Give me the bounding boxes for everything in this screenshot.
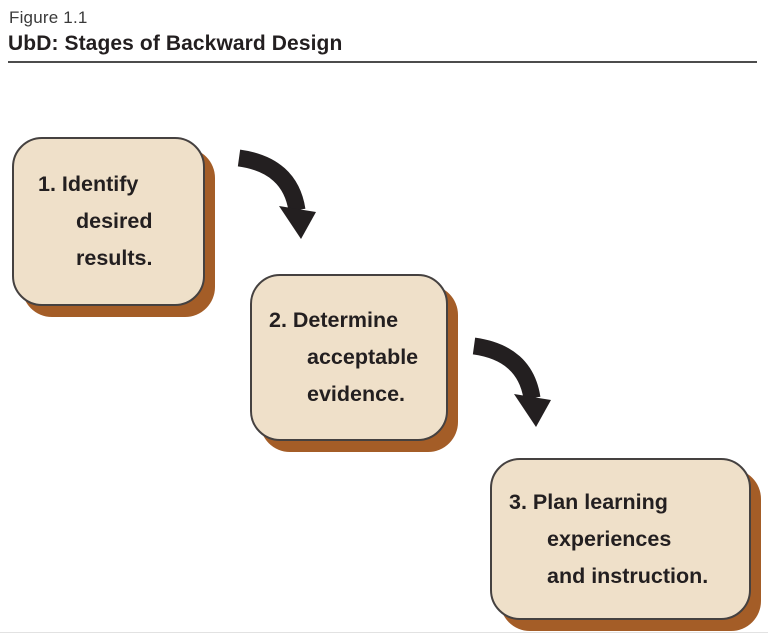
stage-box-plan-instruction: 3. Plan learning experiences and instruc…: [490, 458, 751, 620]
stage-box-line: 2. Determine: [269, 308, 399, 332]
figure-title: UbD: Stages of Backward Design: [8, 32, 343, 55]
stage-box-line: desired: [76, 209, 153, 233]
curved-arrow-2-icon: [474, 346, 551, 427]
figure-label: Figure 1.1: [9, 8, 88, 27]
stage-box-line: and instruction.: [547, 563, 709, 588]
header-rule: [8, 61, 757, 63]
stage-box-line: 1. Identify: [38, 172, 139, 196]
stage-box-determine-evidence: 2. Determine acceptable evidence.: [250, 274, 448, 441]
stage-box-line: evidence.: [307, 382, 405, 406]
curved-arrow-1-icon: [239, 158, 316, 239]
stage-box-line: acceptable: [307, 345, 419, 369]
stage-box-line: results.: [76, 246, 153, 270]
bottom-rule: [0, 632, 768, 633]
stage-box-identify-results: 1. Identify desired results.: [12, 137, 205, 306]
stage-box-line: experiences: [547, 526, 672, 551]
stage-box-line: 3. Plan learning: [509, 489, 668, 514]
